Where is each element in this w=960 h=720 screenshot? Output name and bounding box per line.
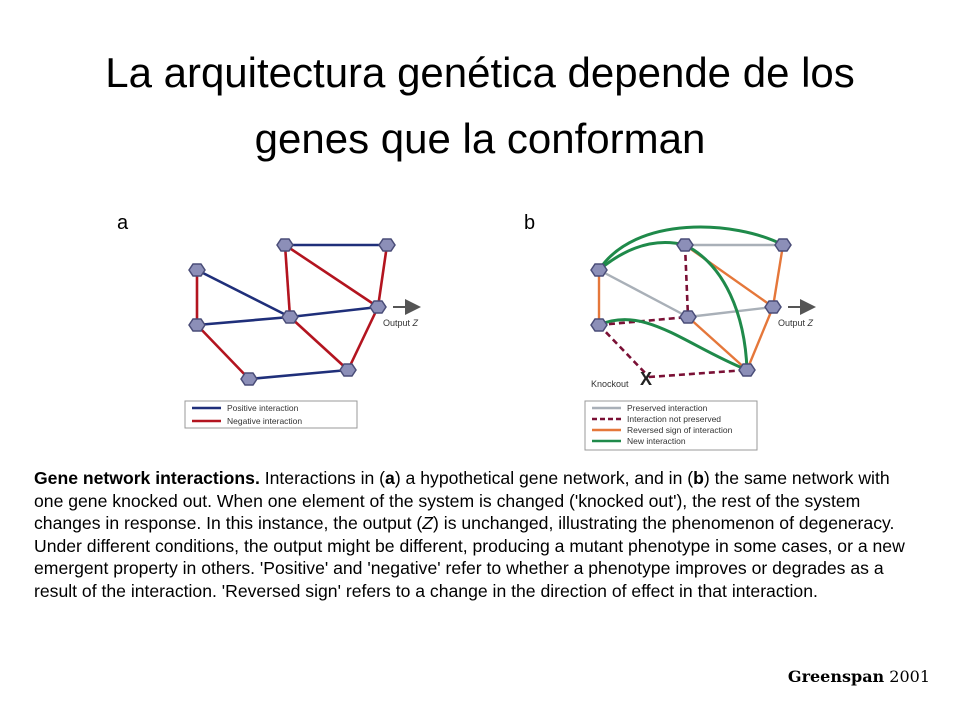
- legend-box: [184, 400, 358, 429]
- gene-node: [378, 238, 396, 252]
- edges-not-preserved: [598, 244, 748, 379]
- source-credit: Greenspan 2001: [788, 667, 930, 686]
- preserved-edge: [598, 268, 689, 319]
- gene-node: [339, 363, 357, 377]
- gene-node: [369, 300, 387, 314]
- gene-node: [774, 238, 792, 252]
- legend-negative-label: Negative interaction: [227, 416, 302, 426]
- legend-reversed-label: Reversed sign of interaction: [627, 425, 733, 435]
- legend-a: Positive interaction Negative interactio…: [184, 400, 358, 429]
- nodes-b: [590, 238, 792, 377]
- gene-node: [240, 372, 258, 386]
- output-label: Output Z: [778, 318, 814, 328]
- knockout-mark: X: [640, 369, 652, 389]
- caption-ref-b: b: [693, 468, 704, 488]
- slide-title: La arquitectura genética depende de los …: [20, 40, 940, 172]
- positive-edge: [289, 305, 379, 319]
- gene-node: [590, 318, 608, 332]
- negative-edge: [376, 244, 389, 308]
- title-line-1: La arquitectura genética depende de los: [105, 49, 855, 96]
- network-diagram-a: Output Z Positive interaction Negative i…: [184, 238, 421, 429]
- credit-author: Greenspan: [787, 667, 885, 686]
- gene-node: [281, 310, 299, 324]
- positive-edge: [196, 315, 291, 327]
- gene-node: [276, 238, 294, 252]
- edges-negative: [195, 243, 389, 380]
- not-preserved-edge: [648, 368, 748, 379]
- edges-preserved: [598, 243, 783, 319]
- output-label: Output Z: [383, 318, 419, 328]
- caption-text: ) a hypothetical gene network, and in (: [394, 468, 694, 488]
- gene-node: [676, 238, 694, 252]
- panel-b-label: b: [524, 212, 536, 234]
- new-edge: [597, 225, 784, 271]
- negative-edge: [284, 243, 379, 309]
- caption-text: Interactions in (: [259, 468, 386, 488]
- reversed-edge: [745, 306, 775, 371]
- not-preserved-edge: [598, 324, 650, 378]
- new-edge: [684, 243, 749, 371]
- gene-node: [764, 300, 782, 314]
- gene-node: [738, 363, 756, 377]
- negative-edge: [196, 324, 250, 380]
- negative-edge: [289, 316, 349, 371]
- network-diagram-b: Output Z Knockout X Preserved interactio…: [584, 225, 816, 451]
- reversed-edge: [687, 316, 748, 371]
- caption-heading: Gene network interactions.: [34, 468, 260, 488]
- legend-new-label: New interaction: [627, 436, 686, 446]
- panel-a-label: a: [117, 212, 129, 234]
- caption-text: ) is unchanged, illustrating the phenome…: [34, 513, 905, 601]
- caption-ref-z: Z: [422, 513, 434, 534]
- reversed-edge: [771, 244, 785, 308]
- new-edge: [598, 318, 748, 372]
- edges-positive: [196, 243, 387, 381]
- not-preserved-edge: [683, 244, 690, 318]
- gene-node: [590, 263, 608, 277]
- gene-node: [188, 318, 206, 332]
- gene-node: [188, 263, 206, 277]
- legend-b: Preserved interaction Interaction not pr…: [584, 400, 758, 451]
- gene-node: [679, 310, 697, 324]
- positive-edge: [248, 368, 349, 381]
- negative-edge: [283, 244, 292, 318]
- legend-positive-label: Positive interaction: [227, 403, 299, 413]
- knockout-label: Knockout: [591, 379, 629, 389]
- credit-year: 2001: [884, 667, 930, 686]
- legend-not-preserved-label: Interaction not preserved: [627, 414, 721, 424]
- caption-text: ) the same network with one gene knocked…: [34, 468, 890, 534]
- figure-caption: Gene network interactions. Interactions …: [34, 467, 914, 603]
- negative-edge: [346, 306, 380, 371]
- legend-preserved-label: Preserved interaction: [627, 403, 708, 413]
- positive-edge: [196, 268, 291, 319]
- title-line-2: genes que la conforman: [254, 115, 706, 162]
- edges-reversed: [597, 244, 785, 371]
- preserved-edge: [687, 305, 774, 319]
- caption-ref-a: a: [385, 468, 395, 488]
- edges-new: [597, 225, 784, 372]
- nodes-a: [188, 238, 396, 386]
